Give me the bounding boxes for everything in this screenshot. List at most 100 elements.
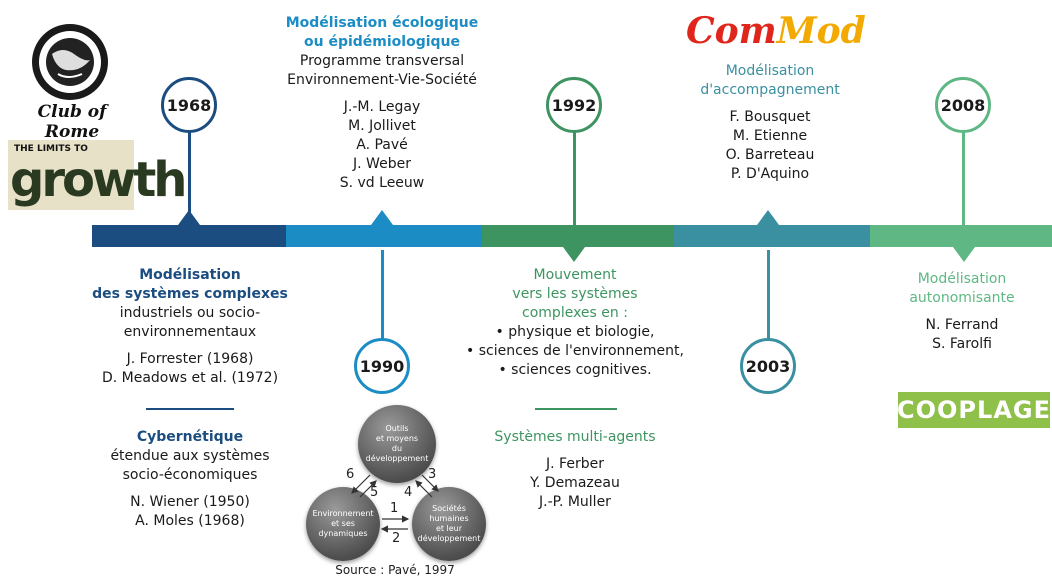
arrow-number: 3 [428, 467, 437, 482]
globe-icon [32, 24, 108, 100]
year-circle-2003: 2003 [740, 338, 796, 394]
text-line: environnementaux [123, 324, 257, 340]
pointer-1990 [371, 210, 393, 225]
bubble-text: dynamiques [318, 529, 368, 538]
year-label: 1990 [359, 356, 405, 376]
stem-2003 [767, 250, 770, 342]
arrow-number: 4 [404, 485, 413, 500]
timeline-bar [92, 225, 1052, 247]
separator-1992 [535, 408, 617, 410]
bubble-text: développement [365, 454, 429, 463]
name: M. Jollivet [348, 118, 416, 134]
bubble-text: Environnement [312, 509, 374, 518]
text-line: industriels ou socio- [119, 305, 261, 321]
commod-logo: ComMod [686, 10, 866, 56]
timeline-segment-1992 [482, 225, 674, 247]
block-1992: Mouvement vers les systèmes complexes en… [440, 266, 710, 380]
timeline-segment-1968 [92, 225, 286, 247]
bullet-item: • sciences de l'environnement, [466, 343, 684, 359]
heading-line: Mouvement [533, 267, 617, 283]
name: O. Barreteau [725, 147, 815, 163]
name: J. Ferber [546, 456, 604, 472]
text-line: Environnement-Vie-Société [287, 72, 477, 88]
bubble-text: et leur [435, 524, 463, 533]
pointer-1992-down [563, 247, 585, 262]
name: F. Bousquet [729, 109, 811, 125]
name: M. Etienne [732, 128, 808, 144]
heading-line: autonomisante [909, 290, 1015, 306]
text-line: étendue aux systèmes [110, 448, 270, 464]
pointer-2008-down [953, 247, 975, 262]
name: J. Weber [353, 156, 411, 172]
stem-1992 [573, 128, 576, 225]
name: S. vd Leeuw [339, 175, 425, 191]
block-1990: Modélisation écologique ou épidémiologiq… [262, 14, 502, 193]
name: J.-M. Legay [343, 99, 421, 115]
source-caption: Source : Pavé, 1997 [335, 563, 455, 577]
block-cybernetique: Cybernétique étendue aux systèmes socio-… [70, 428, 310, 531]
bubble-environnement: Environnement et ses dynamiques [306, 487, 380, 561]
name: S. Farolfi [932, 336, 992, 352]
name: P. D'Aquino [730, 166, 810, 182]
name: A. Pavé [356, 137, 408, 153]
club-of-rome-title: Club of Rome [37, 102, 107, 142]
club-of-rome-logo: Club of Rome [8, 10, 134, 142]
pave-diagram: Outils et moyens du développement Enviro… [300, 405, 490, 579]
heading-line: d'accompagnement [700, 82, 840, 98]
text-line: Programme transversal [299, 53, 465, 69]
bullet-item: • physique et biologie, [495, 324, 655, 340]
limits-to-growth-logo: THE LIMITS TO growth [8, 140, 187, 210]
heading-line: Modélisation [139, 267, 241, 283]
bullet-item: • sciences cognitives. [498, 362, 652, 378]
block-1968: Modélisation des systèmes complexes indu… [70, 266, 310, 388]
heading-line: Modélisation écologique [285, 15, 479, 31]
year-circle-1992: 1992 [546, 77, 602, 133]
stem-1990 [381, 250, 384, 342]
stem-2008 [962, 128, 965, 225]
cooplage-logo: COOPLAGE [897, 392, 1051, 428]
heading-line: Modélisation [725, 63, 815, 79]
arrow-number: 1 [390, 501, 399, 516]
commod-logo-left: Com [686, 10, 777, 52]
pointer-2003 [757, 210, 779, 225]
stem-1968 [188, 128, 191, 220]
arrow-number: 5 [370, 485, 379, 500]
bubble-text: du [391, 444, 403, 453]
heading-line: complexes en : [522, 305, 628, 321]
name: N. Ferrand [925, 317, 999, 333]
cooplage-logo-text: COOPLAGE [897, 396, 1051, 424]
separator-1968 [146, 408, 234, 410]
heading-line: vers les systèmes [512, 286, 638, 302]
reference: A. Moles (1968) [135, 513, 245, 529]
block-sma: Systèmes multi-agents J. Ferber Y. Demaz… [440, 428, 710, 512]
reference: N. Wiener (1950) [130, 494, 250, 510]
year-label: 1992 [551, 95, 597, 115]
limits-top-text: THE LIMITS TO [14, 144, 88, 154]
commod-logo-right: Mod [776, 10, 866, 52]
bubble-societes: Sociétés humaines et leur développement [412, 487, 486, 561]
timeline-segment-1990 [286, 225, 482, 247]
timeline-segment-2003 [674, 225, 870, 247]
year-circle-2008: 2008 [935, 77, 991, 133]
year-label: 2008 [940, 95, 986, 115]
block-2003: Modélisation d'accompagnement F. Bousque… [650, 62, 890, 184]
heading-line: Modélisation [917, 271, 1007, 287]
bubble-text: développement [417, 534, 481, 543]
limits-main-text: growth [10, 152, 187, 208]
timeline-segment-2008 [870, 225, 1052, 247]
bubble-text: et ses [331, 519, 355, 528]
heading-line: Systèmes multi-agents [494, 429, 656, 445]
bubble-text: et moyens [375, 434, 419, 443]
heading-line: des systèmes complexes [92, 286, 288, 302]
reference: J. Forrester (1968) [126, 351, 254, 367]
text-line: socio-économiques [122, 467, 258, 483]
year-circle-1968: 1968 [161, 77, 217, 133]
bubble-text: Sociétés [432, 504, 466, 513]
bubble-text: Outils [385, 424, 409, 433]
heading-line: ou épidémiologique [303, 34, 461, 50]
year-label: 2003 [745, 356, 791, 376]
year-circle-1990: 1990 [354, 338, 410, 394]
name: J.-P. Muller [539, 494, 611, 510]
heading-line: Cybernétique [136, 429, 244, 445]
bubble-outils: Outils et moyens du développement [358, 405, 436, 483]
